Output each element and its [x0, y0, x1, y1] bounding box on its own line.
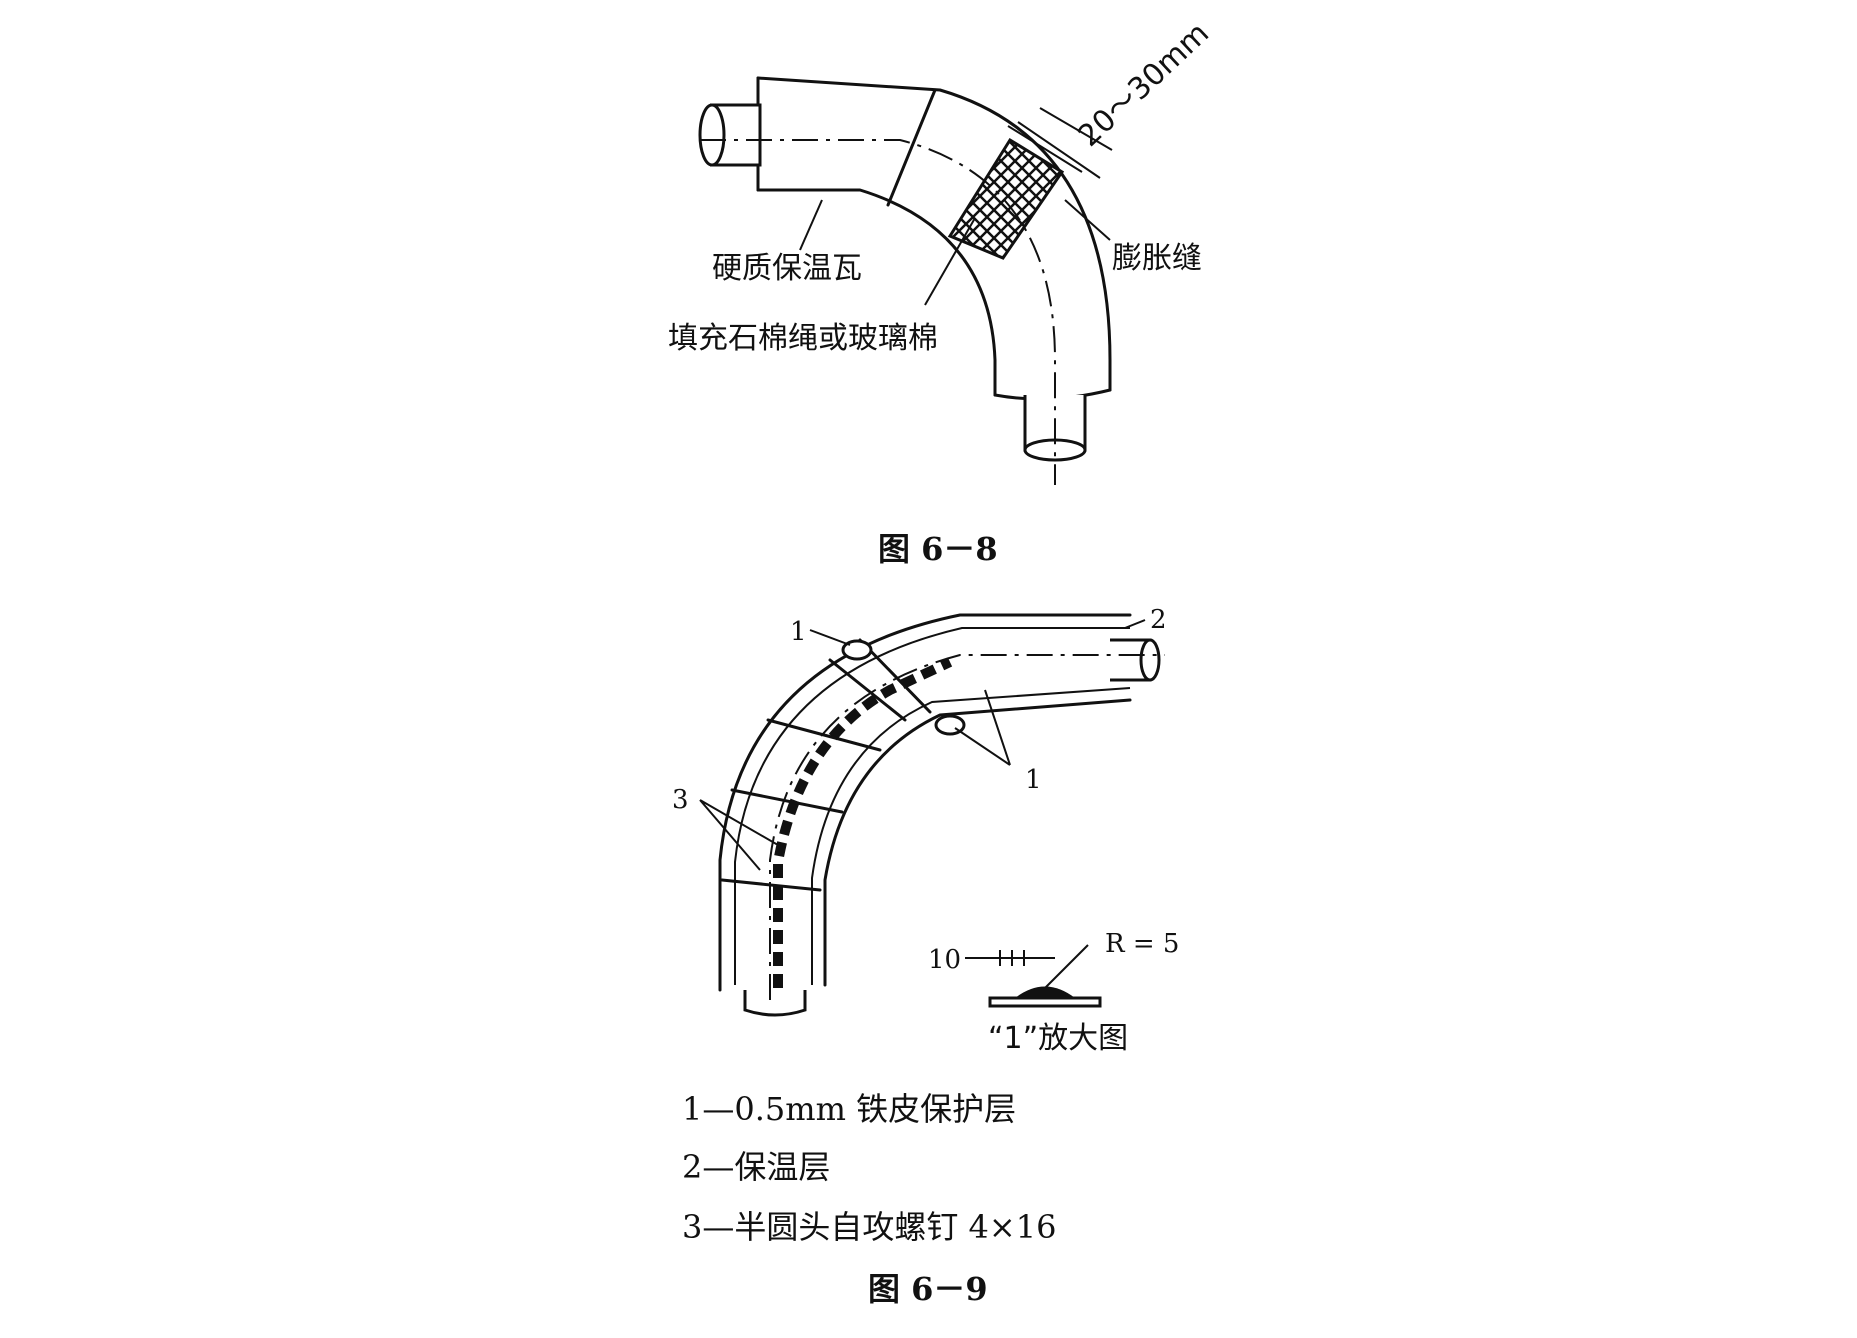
elbow-outer-sheet: [734, 627, 1130, 985]
tile-joint-line: [886, 88, 937, 207]
elbow-centerline: [769, 654, 1165, 1000]
detail-caption: “1”放大图: [988, 1021, 1128, 1056]
dimension-extension-lines: [1007, 107, 1113, 179]
detail-rivet-head: [1015, 986, 1075, 998]
legend-item-1: 1—0.5mm 铁皮保护层: [682, 1090, 1016, 1128]
seam-line: [773, 657, 953, 988]
pipe-bottom-9: [743, 990, 807, 1017]
figure-6-9: 1 1 2 3 10 R = 5 “1”放大图 1—0.5mm 铁皮保护层 2—…: [672, 605, 1179, 1308]
rivet-bump-1: [841, 639, 873, 661]
elbow-inner-contour: [823, 698, 1132, 987]
leader-callout-1a: [809, 629, 851, 646]
detail-dimension-ticks: [999, 950, 1025, 966]
label-fill-material: 填充石棉绳或玻璃棉: [668, 321, 938, 356]
leader-fill: [924, 217, 976, 306]
elbow-outer-contour: [718, 613, 1132, 992]
callout-3: 3: [672, 785, 689, 815]
figure-6-8-caption: 图 6－8: [878, 530, 998, 568]
pipe-left-end: [698, 103, 726, 167]
detail-rivet-profile: [988, 996, 1102, 1008]
label-rigid-tile: 硬质保温瓦: [712, 251, 862, 286]
pipe-right-end: [1139, 638, 1161, 682]
expansion-joint-hatch: [947, 137, 1065, 260]
detail-radius: R = 5: [1105, 929, 1179, 959]
figure-6-8: 20～30mm 硬质保温瓦 膨胀缝 填充石棉绳或玻璃棉 图 6－8: [668, 16, 1216, 568]
leader-expansion-joint: [1064, 199, 1111, 241]
leader-callout-2: [1124, 619, 1146, 629]
insulation-outer-contour: [756, 76, 1112, 392]
legend-item-3: 3—半圆头自攻螺钉 4×16: [682, 1208, 1056, 1246]
callout-1a: 1: [790, 617, 807, 647]
callout-1b: 1: [1025, 765, 1042, 795]
detail-radius-leader: [1044, 944, 1089, 989]
elbow-inner-sheet: [811, 687, 1131, 985]
dimension-label: 20～30mm: [1072, 16, 1216, 154]
insulation-inner-contour: [756, 188, 997, 397]
leader-callout-3: [699, 799, 779, 871]
detail-enlarged-1: 10 R = 5 “1”放大图: [928, 929, 1179, 1056]
leader-rigid-tile: [799, 199, 823, 251]
detail-dim-10: 10: [928, 945, 961, 975]
figure-6-9-caption: 图 6－9: [868, 1270, 988, 1308]
label-expansion-joint: 膨胀缝: [1112, 241, 1202, 276]
legend-item-2: 2—保温层: [682, 1148, 830, 1186]
pipe-centerline: [700, 139, 1056, 485]
leader-callout-1b: [954, 689, 1011, 766]
callout-2: 2: [1150, 605, 1167, 635]
